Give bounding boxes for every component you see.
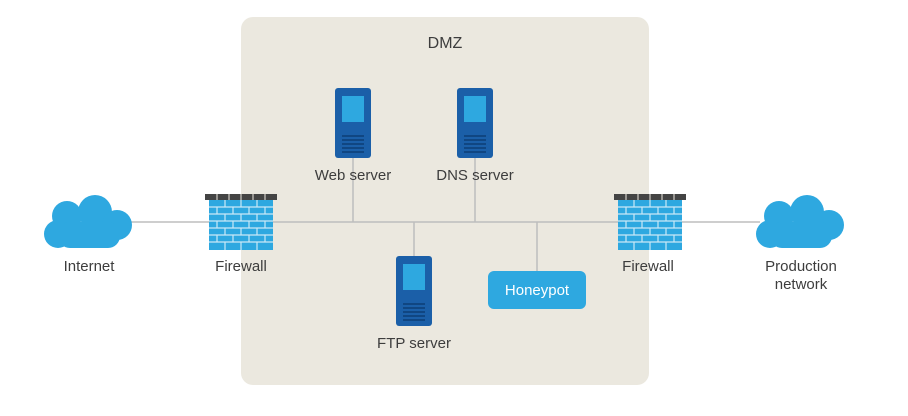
web-server-icon [335,88,371,158]
production-network-label: Production network [746,258,856,294]
dns-server-label: DNS server [436,167,514,184]
ftp-server-icon [396,256,432,326]
internet-cloud-icon [44,195,132,248]
production-network-label-line1: Production [765,258,837,275]
firewall-right-icon [614,194,686,250]
firewall-right-label: Firewall [622,258,674,275]
firewall-left-icon [205,194,277,250]
production-network-cloud-icon [756,195,844,248]
ftp-server-label: FTP server [377,335,451,352]
dmz-title: DMZ [427,35,463,52]
dmz-zone: DMZ [241,17,649,385]
dns-server-icon [457,88,493,158]
production-network-label-line2: network [774,276,828,293]
internet-label: Internet [63,258,115,275]
honeypot-node: Honeypot [488,271,586,309]
firewall-left-label: Firewall [215,258,267,275]
web-server-label: Web server [314,167,392,184]
